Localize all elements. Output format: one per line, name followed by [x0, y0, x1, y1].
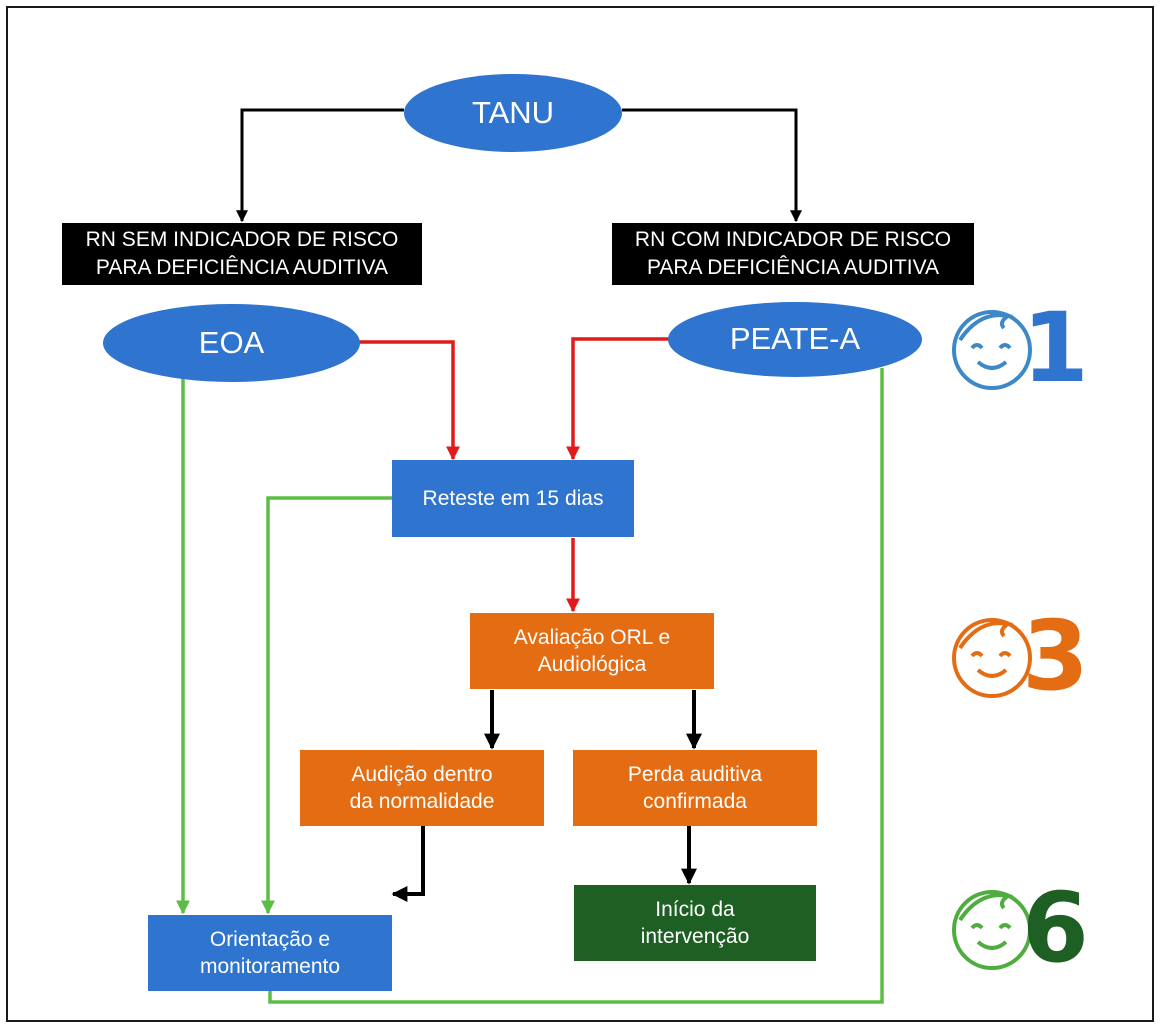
node-avaliacao: Avaliação ORL e Audiológica: [470, 613, 714, 689]
arrow-tanu-to-rn-com: [622, 108, 802, 223]
arrow-peate-to-reteste: [566, 337, 670, 461]
smiley-face-icon: [952, 618, 1032, 698]
node-inicio-intervencao: Início da intervenção: [574, 885, 816, 961]
node-peate-a: PEATE-A: [668, 302, 922, 377]
arrow-normal-to-orientacao: [391, 826, 425, 902]
node-tanu-label: TANU: [471, 94, 555, 130]
badge-6: 6: [948, 880, 1089, 976]
node-orientacao: Orientação e monitoramento: [148, 915, 392, 991]
arrow-tanu-to-rn-sem: [236, 108, 404, 223]
node-perda-auditiva: Perda auditiva confirmada: [573, 750, 817, 826]
arrow-eoa-to-reteste: [358, 340, 460, 461]
badge-6-number: 6: [1022, 872, 1089, 984]
arrow-reteste-to-orientacao: [261, 496, 392, 915]
node-eoa: EOA: [103, 304, 360, 382]
node-rn-com-indicador: RN COM INDICADOR DE RISCO PARA DEFICIÊNC…: [612, 223, 974, 285]
badge-1: 1: [948, 300, 1089, 396]
node-peate-a-label: PEATE-A: [729, 321, 861, 357]
badge-3: 3: [948, 608, 1089, 704]
node-rn-sem-indicador: RN SEM INDICADOR DE RISCO PARA DEFICIÊNC…: [62, 223, 422, 285]
smiley-face-icon: [952, 890, 1032, 970]
node-reteste: Reteste em 15 dias: [392, 460, 634, 537]
badge-1-number: 1: [1022, 292, 1089, 404]
node-audicao-normal: Audição dentro da normalidade: [300, 750, 544, 826]
node-tanu: TANU: [404, 74, 622, 152]
node-eoa-label: EOA: [198, 324, 265, 360]
smiley-face-icon: [952, 310, 1032, 390]
badge-3-number: 3: [1022, 600, 1089, 712]
diagram-frame: [6, 6, 1154, 1022]
